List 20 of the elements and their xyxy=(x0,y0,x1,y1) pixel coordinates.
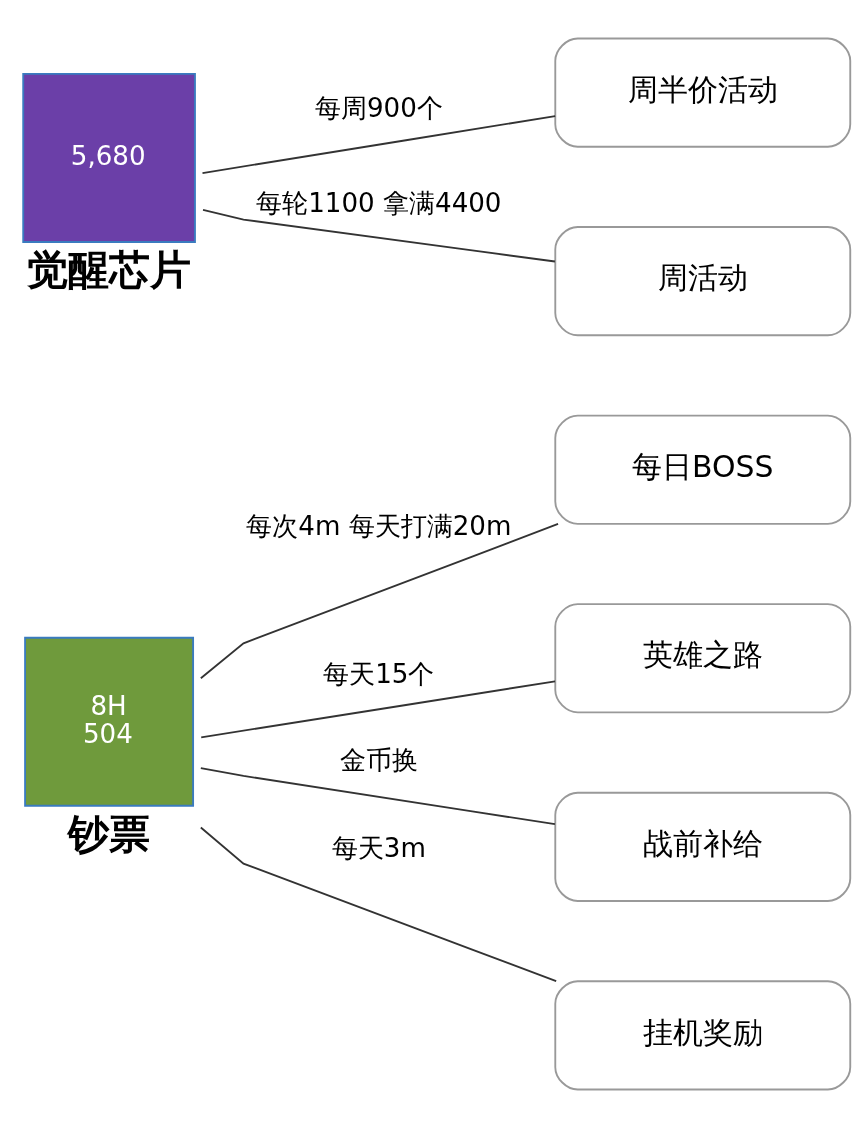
node-box: 周活动 xyxy=(554,226,852,337)
node-box: 英雄之路 xyxy=(554,603,852,714)
node-box: 挂机奖励 xyxy=(554,980,852,1091)
node-box: 战前补给 xyxy=(554,791,852,902)
connector xyxy=(199,826,558,982)
edge-label: 每天3m xyxy=(331,832,426,863)
connector xyxy=(199,523,559,680)
edge-label: 每轮1100 拿满4400 xyxy=(256,188,502,219)
connector xyxy=(200,680,556,739)
edge-label: 每天15个 xyxy=(323,658,435,689)
node-box: 周半价活动 xyxy=(554,37,852,148)
edge-label: 每次4m 每天打满20m xyxy=(246,511,512,542)
node-label: 觉醒芯片 xyxy=(26,246,191,295)
node-label: 钞票 xyxy=(68,809,151,858)
edge-label: 金币换 xyxy=(339,744,418,775)
connector xyxy=(201,115,557,174)
node-box: 每日BOSS xyxy=(554,414,852,525)
connector xyxy=(202,208,556,263)
connector xyxy=(199,767,556,826)
edge-label: 每周900个 xyxy=(314,93,443,124)
